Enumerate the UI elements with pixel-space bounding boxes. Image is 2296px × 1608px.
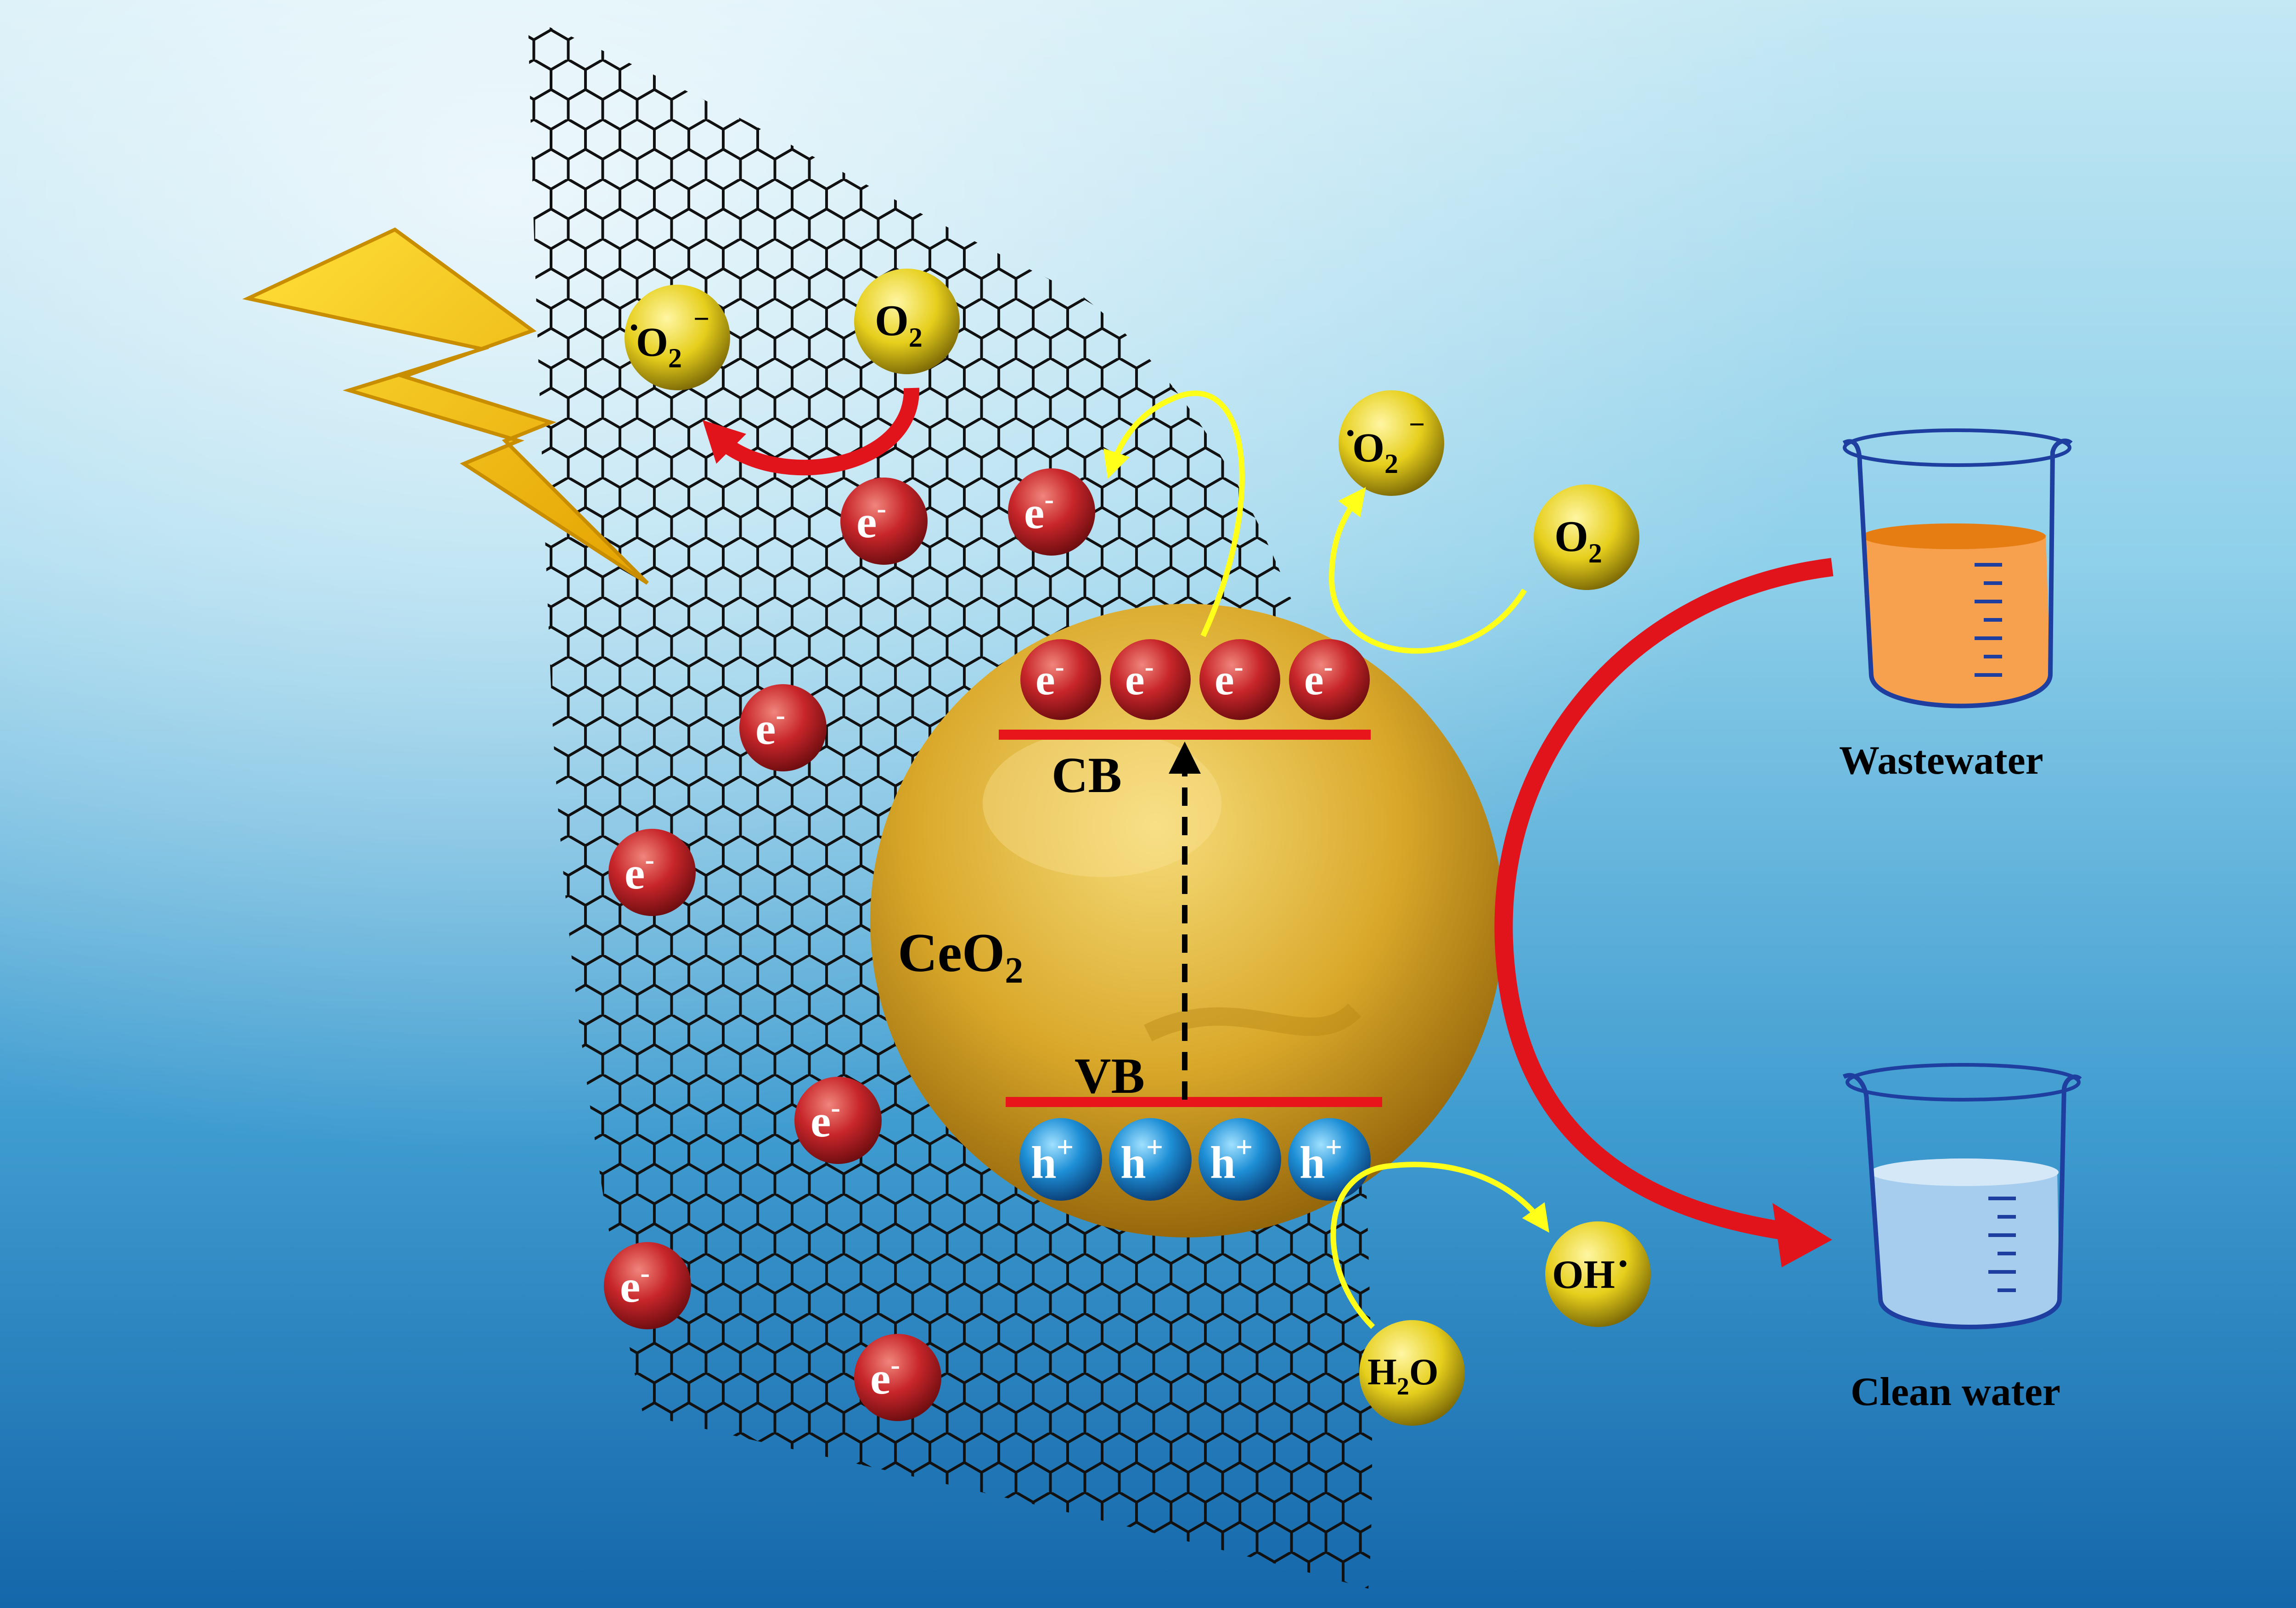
o2-to-superoxide-arrow — [1328, 487, 1527, 654]
electron: e- — [1008, 468, 1095, 556]
svg-text:e-: e- — [1035, 652, 1064, 704]
svg-text:e-: e- — [1215, 652, 1244, 704]
ceo2-label: CeO2 — [898, 922, 1023, 991]
clean-water-beaker-icon — [1842, 1063, 2082, 1329]
electron: e- — [739, 684, 827, 771]
electron: e- — [1020, 639, 1101, 720]
superoxide-particle: O2 − • — [1339, 390, 1444, 496]
svg-text:O2: O2 — [875, 296, 923, 353]
cb-label: CB — [1052, 747, 1122, 803]
svg-text:•: • — [1346, 420, 1355, 446]
electron: e- — [1199, 639, 1280, 720]
svg-text:•: • — [1619, 1250, 1627, 1277]
hole: h+ — [1109, 1118, 1192, 1201]
h2o-molecule: H2O — [1359, 1320, 1465, 1426]
hydroxyl-radical: OH • — [1545, 1221, 1651, 1327]
o2-reduction-arrow-head — [703, 420, 746, 464]
svg-text:e-: e- — [620, 1258, 650, 1312]
cb-electrons: e- e- e- e- — [1020, 639, 1370, 720]
svg-text:h+: h+ — [1210, 1130, 1253, 1188]
svg-text:e-: e- — [1024, 484, 1054, 538]
electron-transfer-arrow — [1103, 390, 1245, 637]
svg-text:OH: OH — [1552, 1253, 1615, 1297]
svg-text:e-: e- — [625, 844, 654, 899]
svg-text:e-: e- — [1304, 652, 1333, 704]
treatment-arrow-head — [1773, 1203, 1832, 1267]
electron: e- — [840, 478, 928, 565]
svg-text:h+: h+ — [1031, 1130, 1074, 1188]
svg-text:e-: e- — [755, 700, 785, 754]
electron: e- — [1110, 639, 1191, 720]
svg-text:•: • — [630, 315, 638, 340]
excitation-arrow-head — [1169, 742, 1201, 774]
electron: e- — [604, 1242, 691, 1329]
superoxide-graphene: O2 − • — [625, 285, 730, 390]
treatment-arrow — [1494, 558, 1834, 1240]
svg-text:−: − — [1409, 409, 1425, 440]
svg-text:e-: e- — [870, 1349, 900, 1404]
hole: h+ — [1199, 1118, 1281, 1201]
electron: e- — [608, 829, 696, 916]
o2-particle: O2 — [1534, 484, 1639, 590]
hole: h+ — [1288, 1118, 1371, 1201]
svg-text:O2: O2 — [636, 320, 682, 373]
electron: e- — [1289, 639, 1370, 720]
svg-text:h+: h+ — [1300, 1130, 1342, 1188]
wastewater-beaker-icon — [1842, 428, 2073, 708]
svg-text:h+: h+ — [1120, 1130, 1163, 1188]
svg-text:e-: e- — [1125, 652, 1154, 704]
o2-graphene: O2 — [854, 269, 960, 374]
svg-text:−: − — [693, 304, 709, 335]
electron: e- — [854, 1334, 941, 1421]
svg-text:e-: e- — [856, 493, 886, 547]
wastewater-label: Wastewater — [1839, 738, 2043, 783]
svg-text:e-: e- — [810, 1092, 840, 1147]
electron: e- — [794, 1077, 882, 1164]
hole: h+ — [1019, 1118, 1102, 1201]
svg-text:O2: O2 — [1352, 425, 1398, 479]
svg-text:H2O: H2O — [1367, 1351, 1439, 1400]
vb-holes: h+ h+ h+ h+ — [1019, 1118, 1371, 1201]
vb-label: VB — [1075, 1048, 1145, 1104]
h2o-oxidation-arrow — [1330, 1162, 1549, 1329]
o2-reduction-arrow — [716, 388, 920, 476]
lightning-bolt-icon — [242, 227, 649, 585]
svg-text:O2: O2 — [1554, 512, 1602, 568]
clean-water-label: Clean water — [1851, 1370, 2060, 1414]
graphene-electrons: e- e- e- e- e- e- e- — [604, 468, 1095, 1421]
